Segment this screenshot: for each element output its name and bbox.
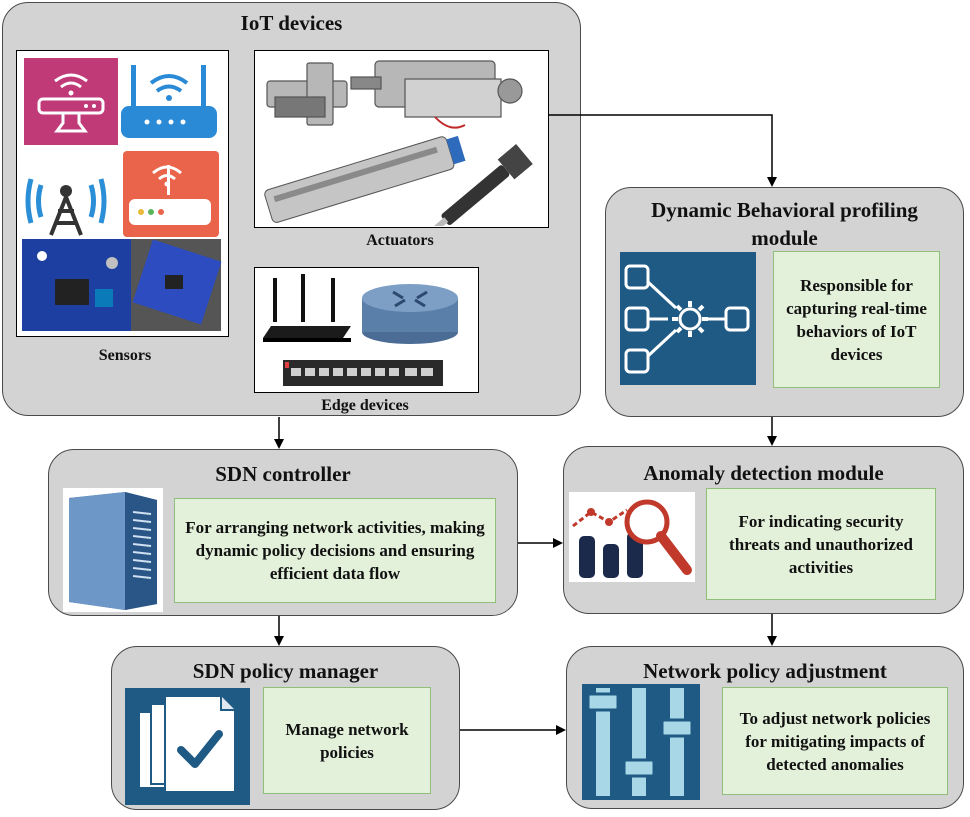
actuators-illustration <box>264 60 533 231</box>
arrow-actuators-to-profiling <box>549 114 777 187</box>
server-icon <box>63 488 163 612</box>
profiling-gear-icon <box>620 252 756 385</box>
anomaly-description-box: For indicating security threats and unau… <box>706 488 936 600</box>
edge-devices-label: Edge devices <box>321 397 409 414</box>
slider-controls-icon <box>582 684 700 800</box>
actuators-image-box <box>254 50 549 231</box>
iot-devices-title: IoT devices <box>240 11 343 35</box>
dbp-title-line2: module <box>751 226 818 250</box>
sdn-controller-description-box: For arranging network activities, making… <box>174 498 496 603</box>
antenna-tower-icon <box>25 178 107 236</box>
sdn-controller-title: SDN controller <box>215 462 351 486</box>
anomaly-title: Anomaly detection module <box>643 461 884 485</box>
policy-manager-description-box: Manage network policies <box>263 687 431 794</box>
edge-devices-image-box <box>254 267 479 393</box>
documents-check-icon <box>125 688 250 805</box>
actuators-label: Actuators <box>366 232 434 249</box>
sensors-illustration <box>22 58 222 331</box>
sensors-label: Sensors <box>98 347 152 364</box>
network-switch-icon <box>283 360 443 386</box>
magnifier-chart-icon <box>569 492 695 582</box>
sensors-image-box <box>16 50 229 337</box>
policy-manager-title: SDN policy manager <box>192 659 379 683</box>
network-policy-title: Network policy adjustment <box>643 659 887 683</box>
dbp-title-line1: Dynamic Behavioral profiling <box>651 198 918 222</box>
network-policy-description-box: To adjust network policies for mitigatin… <box>722 687 948 795</box>
network-router-icon <box>362 284 458 344</box>
wifi-router-black-icon <box>263 274 351 342</box>
dbp-description-box: Responsible for capturing real-time beha… <box>773 251 940 388</box>
edge-devices-illustration <box>263 274 458 386</box>
